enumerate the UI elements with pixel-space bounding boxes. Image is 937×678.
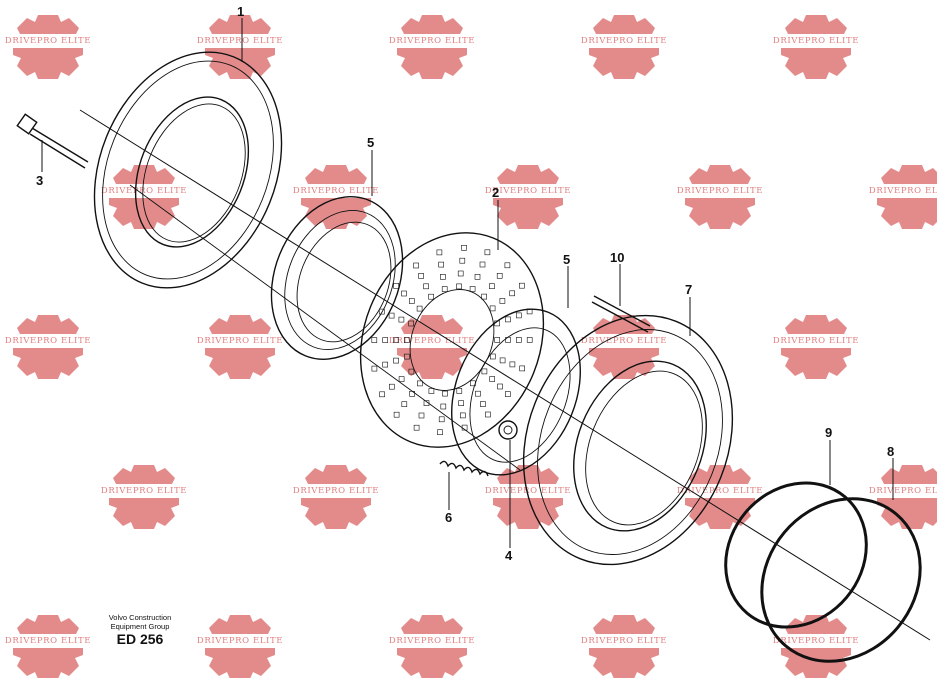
callout-5-lower: 5 <box>563 252 570 267</box>
credit-block: Volvo Construction Equipment Group ED 25… <box>100 613 180 647</box>
callout-7: 7 <box>685 282 692 297</box>
callout-6: 6 <box>445 510 452 525</box>
part-7-piston <box>522 314 734 566</box>
watermark-logo: DRIVEPRO ELITE <box>581 15 667 79</box>
part-3-bolt <box>16 113 89 169</box>
watermark-logo: DRIVEPRO ELITE <box>101 165 187 229</box>
watermark-text: DRIVEPRO ELITE <box>5 336 91 346</box>
watermark-text: DRIVEPRO ELITE <box>5 36 91 46</box>
watermark-logo: DRIVEPRO ELITE <box>5 15 91 79</box>
part-10-pin <box>591 295 651 333</box>
watermark-text: DRIVEPRO ELITE <box>773 336 859 346</box>
watermark-text: DRIVEPRO ELITE <box>101 486 187 496</box>
watermark-text: DRIVEPRO ELITE <box>773 36 859 46</box>
watermark-logo: DRIVEPRO ELITE <box>389 15 475 79</box>
callout-labels: 1 2 3 4 5 5 6 7 8 9 10 <box>36 4 894 563</box>
watermark-logo: DRIVEPRO ELITE <box>773 315 859 379</box>
watermark-logo: DRIVEPRO ELITE <box>869 165 937 229</box>
credit-line-2: Equipment Group <box>110 622 170 631</box>
drawing-code: ED 256 <box>116 631 164 647</box>
watermark-text: DRIVEPRO ELITE <box>773 636 859 646</box>
callout-9: 9 <box>825 425 832 440</box>
watermark-logo: DRIVEPRO ELITE <box>197 15 283 79</box>
part-4-nut <box>498 420 518 440</box>
callout-8: 8 <box>887 444 894 459</box>
watermark-text: DRIVEPRO ELITE <box>581 36 667 46</box>
watermark-logo: DRIVEPRO ELITE <box>773 615 859 678</box>
watermark-text: DRIVEPRO ELITE <box>581 636 667 646</box>
watermark-logo: DRIVEPRO ELITE <box>5 315 91 379</box>
watermark-logo: DRIVEPRO ELITE <box>197 315 283 379</box>
part-9-o-ring <box>724 481 868 629</box>
part-1-friction-disc <box>93 51 283 289</box>
watermark-text: DRIVEPRO ELITE <box>197 636 283 646</box>
watermark-logo: DRIVEPRO ELITE <box>293 465 379 529</box>
callout-5-upper: 5 <box>367 135 374 150</box>
watermark-text: DRIVEPRO ELITE <box>101 186 187 196</box>
part-6-spring <box>439 460 489 477</box>
watermark-logo: DRIVEPRO ELITE <box>485 165 571 229</box>
watermark-text: DRIVEPRO ELITE <box>389 636 475 646</box>
watermark-text: DRIVEPRO ELITE <box>485 186 571 196</box>
watermark-text: DRIVEPRO ELITE <box>5 636 91 646</box>
watermark-text: DRIVEPRO ELITE <box>293 186 379 196</box>
watermark-logo: DRIVEPRO ELITE <box>389 315 475 379</box>
watermark-text: DRIVEPRO ELITE <box>485 486 571 496</box>
watermark-text: DRIVEPRO ELITE <box>677 486 763 496</box>
part-8-o-ring <box>760 497 922 663</box>
watermark-logo: DRIVEPRO ELITE <box>581 615 667 678</box>
watermark-logo: DRIVEPRO ELITE <box>773 15 859 79</box>
watermark-text: DRIVEPRO ELITE <box>197 36 283 46</box>
watermark-logo: DRIVEPRO ELITE <box>197 615 283 678</box>
callout-10: 10 <box>610 250 624 265</box>
callout-1: 1 <box>237 4 244 19</box>
watermark-text: DRIVEPRO ELITE <box>197 336 283 346</box>
watermark-text: DRIVEPRO ELITE <box>293 486 379 496</box>
watermark-layer: DRIVEPRO ELITE DRIVEPRO ELITE DRIVEPRO ELI… <box>5 15 937 678</box>
part-2-separator-plate <box>359 232 545 448</box>
leader-lines <box>41 18 894 548</box>
watermark-logo: DRIVEPRO ELITE <box>677 465 763 529</box>
callout-2: 2 <box>492 185 499 200</box>
watermark-logo: DRIVEPRO ELITE <box>101 465 187 529</box>
callout-4: 4 <box>505 548 513 563</box>
watermark-logo: DRIVEPRO ELITE <box>293 165 379 229</box>
watermark-text: DRIVEPRO ELITE <box>869 186 937 196</box>
callout-3: 3 <box>36 173 43 188</box>
watermark-logo: DRIVEPRO ELITE <box>581 315 667 379</box>
watermark-text: DRIVEPRO ELITE <box>389 336 475 346</box>
watermark-logo: DRIVEPRO ELITE <box>5 615 91 678</box>
watermark-text: DRIVEPRO ELITE <box>581 336 667 346</box>
watermark-text: DRIVEPRO ELITE <box>389 36 475 46</box>
watermark-logo: DRIVEPRO ELITE <box>677 165 763 229</box>
credit-line-1: Volvo Construction <box>108 613 172 622</box>
part-5-spring-ring-upper <box>270 196 404 360</box>
watermark-text: DRIVEPRO ELITE <box>677 186 763 196</box>
watermark-text: DRIVEPRO ELITE <box>869 486 937 496</box>
watermark-logo: DRIVEPRO ELITE <box>485 465 571 529</box>
watermark-logo: DRIVEPRO ELITE <box>869 465 937 529</box>
watermark-logo: DRIVEPRO ELITE <box>389 615 475 678</box>
